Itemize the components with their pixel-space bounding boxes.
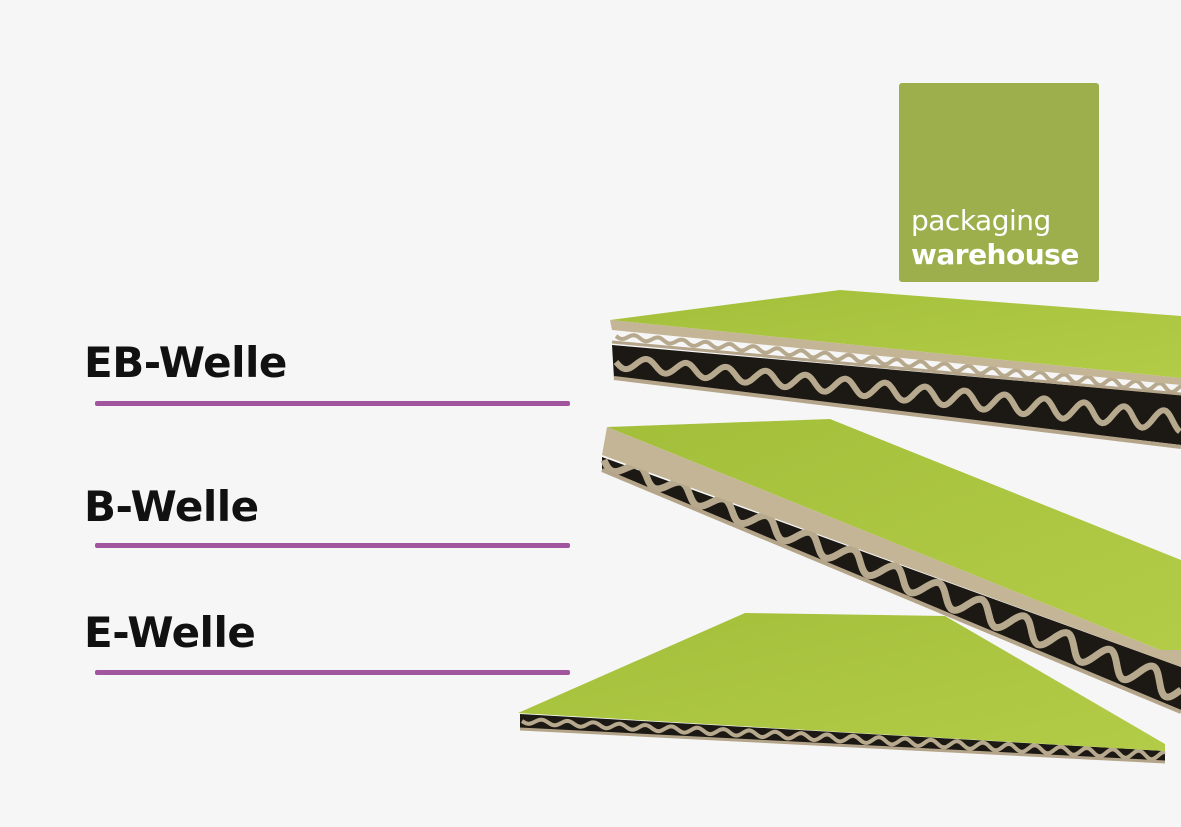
board-e-flute [520, 717, 1166, 762]
label-eb-welle: EB-Welle [84, 338, 287, 387]
board-e-welle [518, 613, 1166, 764]
divider-e-welle [95, 670, 570, 675]
logo-text-packaging: packaging [911, 204, 1051, 237]
board-e-edge [520, 714, 1165, 762]
divider-eb-welle [95, 401, 570, 406]
board-eb-top [610, 290, 1181, 378]
board-e-top [518, 613, 1165, 751]
board-eb-welle [610, 290, 1181, 449]
divider-b-welle [95, 543, 570, 548]
board-b-top [607, 419, 1181, 650]
board-eb-flute-small [614, 333, 1181, 395]
packaging-warehouse-logo: packaging warehouse [899, 83, 1099, 282]
board-eb-flute-large [613, 355, 1181, 434]
label-b-welle: B-Welle [84, 482, 259, 531]
logo-text-warehouse: warehouse [911, 238, 1079, 271]
label-e-welle: E-Welle [84, 608, 256, 657]
board-b-welle [600, 419, 1181, 714]
board-b-flute [600, 458, 1181, 701]
